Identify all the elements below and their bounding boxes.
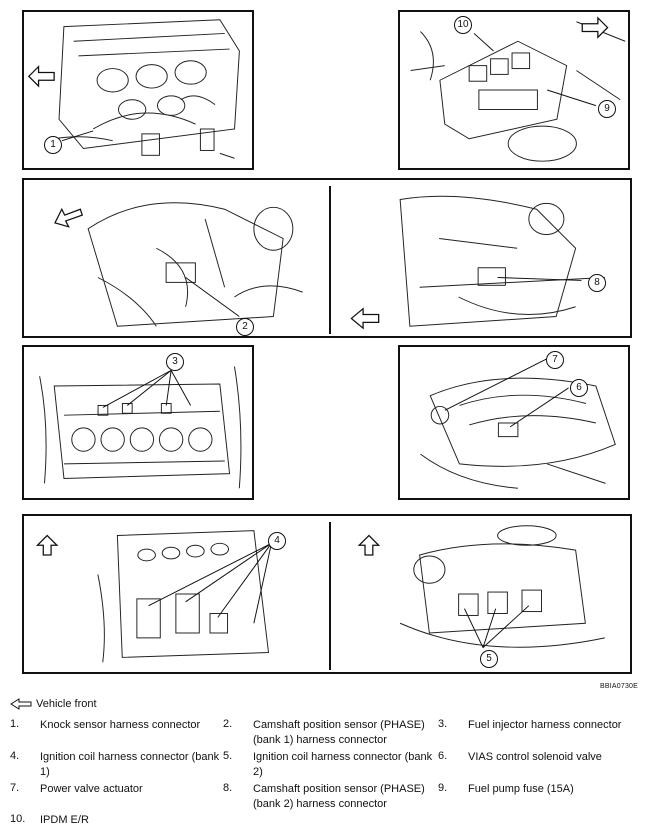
panel-ignition-coils: 4 5	[22, 514, 632, 674]
callout-5: 5	[480, 650, 498, 668]
vehicle-front-arrow-icon	[581, 16, 609, 39]
callout-4: 4	[268, 532, 286, 550]
panel-camshaft-sensors: 2 8	[22, 178, 632, 338]
legend-vehicle-front: Vehicle front	[10, 696, 97, 712]
callout-1: 1	[44, 136, 62, 154]
panel-knock-sensor: 1	[22, 10, 254, 170]
vehicle-front-arrow-icon	[27, 65, 55, 88]
vehicle-front-arrow-icon	[357, 534, 381, 556]
diagram-code: BBIA0730E	[600, 683, 638, 690]
vehicle-front-arrow-icon	[10, 698, 32, 710]
callout-8: 8	[588, 274, 606, 292]
camshaft-illustration	[54, 195, 605, 330]
panel-divider	[329, 522, 331, 670]
injector-illustration	[39, 366, 242, 489]
vias-illustration	[420, 358, 616, 489]
vehicle-front-label: Vehicle front	[36, 698, 97, 710]
callout-10: 10	[454, 16, 472, 34]
panel-fuel-injectors: 3	[22, 345, 254, 500]
vehicle-front-arrow-icon	[35, 534, 59, 556]
panel-divider	[329, 186, 331, 334]
panel-vias: 7 6	[398, 345, 630, 500]
callout-2: 2	[236, 318, 254, 336]
callout-7: 7	[546, 351, 564, 369]
vehicle-front-arrow-icon	[54, 207, 84, 228]
callout-6: 6	[570, 379, 588, 397]
ignition-coil-illustration	[35, 525, 605, 663]
ipdm-illustration	[410, 16, 626, 162]
callout-3: 3	[166, 353, 184, 371]
engine-illustration	[27, 19, 240, 159]
vehicle-front-arrow-icon	[350, 307, 380, 330]
callout-9: 9	[598, 100, 616, 118]
panel-ipdm: 10 9	[398, 10, 630, 170]
